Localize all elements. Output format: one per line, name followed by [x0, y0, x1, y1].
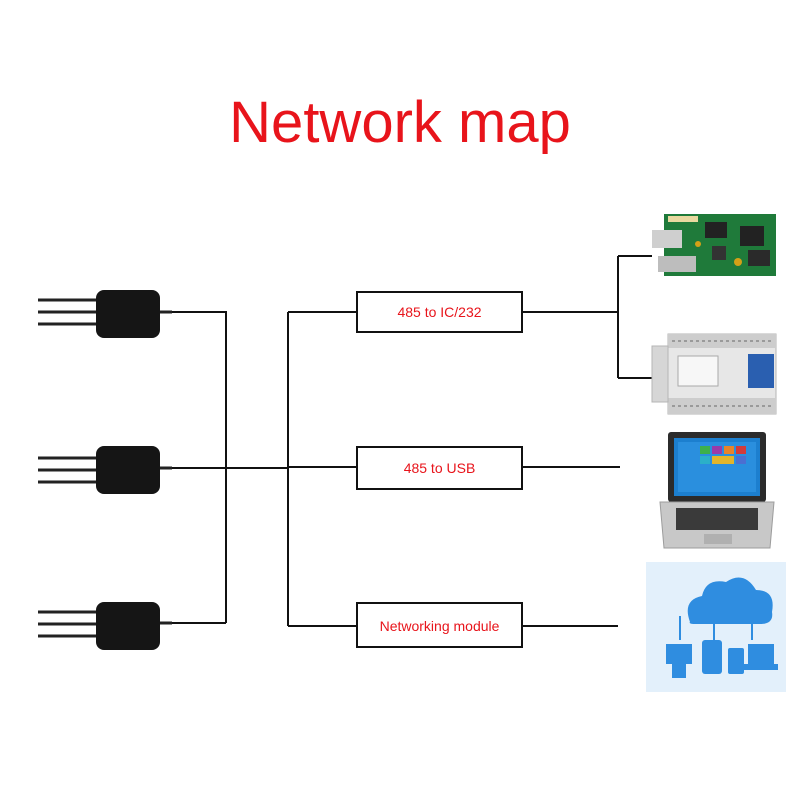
soil-sensor-probe-icon [38, 602, 172, 650]
converter-485-ic232: 485 to IC/232 [356, 291, 523, 333]
diagram-title: Network map [229, 90, 571, 155]
converter-box [356, 291, 523, 333]
converter-networking-module: Networking module [356, 602, 523, 648]
device-branch-line [617, 255, 652, 379]
sensor-2 [38, 446, 172, 494]
soil-sensor-probe-icon [38, 446, 172, 494]
converter-485-usb: 485 to USB [356, 446, 523, 490]
cloud-network-icon [646, 562, 786, 692]
converter-box [356, 602, 523, 648]
converter-label: 485 to USB [404, 460, 476, 476]
laptop-icon [659, 432, 775, 549]
converter-label: Networking module [380, 618, 500, 634]
converter-bus-line [287, 311, 357, 627]
controller-board-icon [652, 214, 776, 276]
sensor-3 [38, 602, 172, 650]
soil-sensor-probe-icon [38, 290, 172, 338]
sensor-1 [38, 290, 172, 338]
converter-box [356, 446, 523, 490]
converter-label: 485 to IC/232 [397, 304, 481, 320]
plc-module-icon [651, 333, 777, 415]
